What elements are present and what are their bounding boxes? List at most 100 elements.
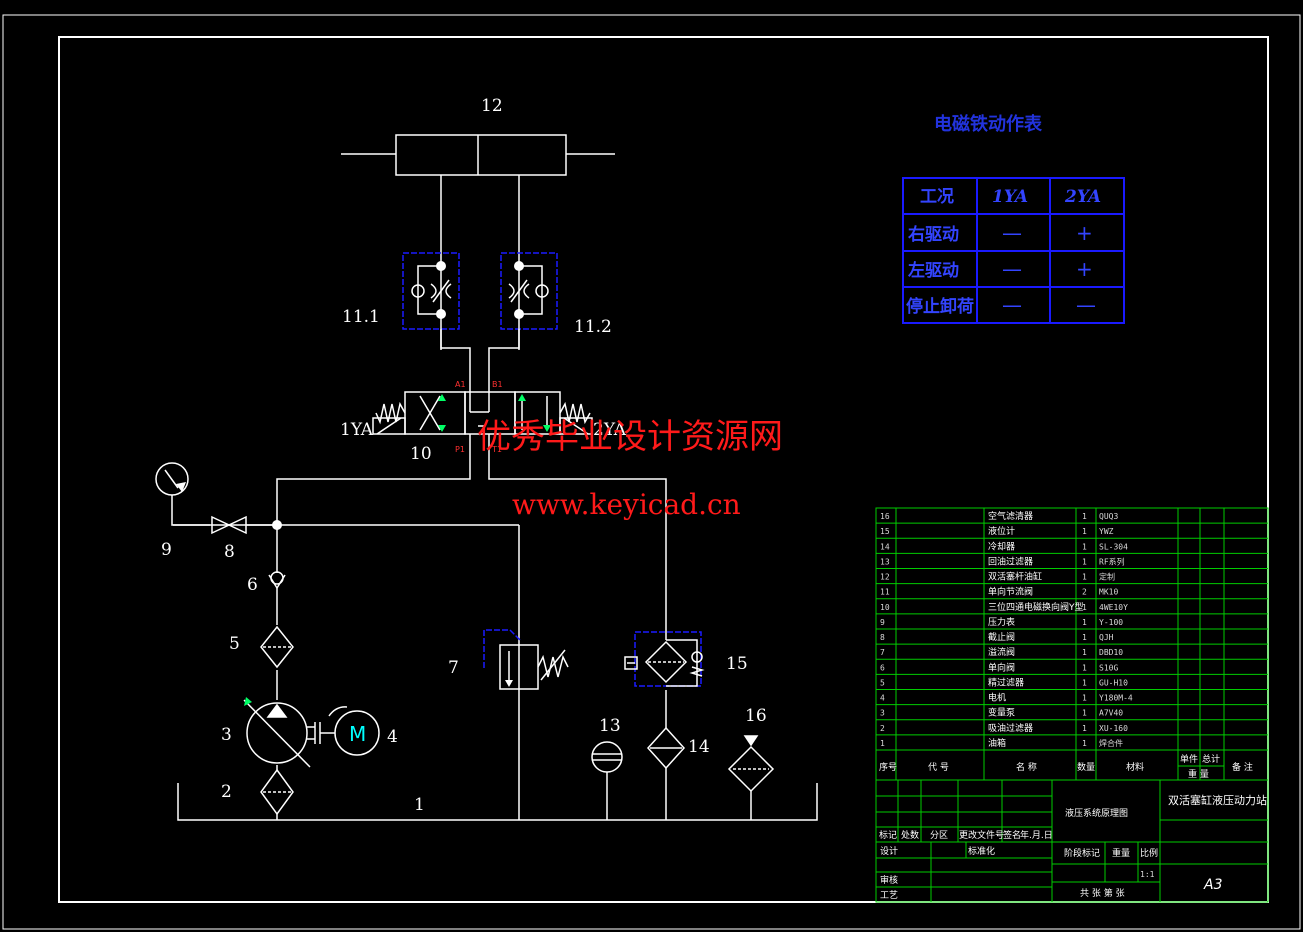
variable-pump [243, 699, 335, 768]
part-name: 双活塞杆油缸 [988, 571, 1042, 583]
part-no: 13 [880, 557, 890, 566]
ph-qty: 数量 [1077, 761, 1095, 773]
tb-mark: 标记 [879, 829, 897, 841]
ph-weight: 重 量 [1188, 768, 1209, 780]
solenoid-table-text: 工况 1YA 2YA 右驱动 — + 左驱动 — + 停止卸荷 — — [906, 187, 1101, 317]
part-qty: 1 [1082, 739, 1087, 748]
part-qty: 1 [1082, 663, 1087, 672]
ph-unit: 单件 [1180, 753, 1198, 765]
label-8: 8 [224, 542, 235, 562]
port-a1: A1 [455, 380, 466, 389]
part-model: A7V40 [1099, 709, 1123, 718]
drawing-border [58, 36, 1269, 903]
ph-code: 代 号 [928, 762, 949, 773]
component-labels: 1 2 3 4 5 6 7 8 9 10 11.1 11.2 12 13 14 … [161, 96, 767, 815]
part-model: 焊合件 [1099, 738, 1123, 748]
part-no: 12 [880, 573, 890, 582]
part-qty: 1 [1082, 573, 1087, 582]
tb-change: 更改文件号 [959, 829, 1004, 841]
label-11-1: 11.1 [342, 307, 380, 327]
part-name: 单向阀 [988, 661, 1015, 673]
relief-valve [483, 629, 569, 690]
tb-project-title: 双活塞缸液压动力站 [1168, 793, 1267, 807]
part-name: 冷却器 [988, 540, 1015, 552]
part-no: 4 [880, 694, 885, 703]
pressure-gauge [155, 462, 189, 496]
label-7: 7 [448, 658, 459, 678]
level-gauge [591, 741, 623, 820]
part-qty: 1 [1082, 618, 1087, 627]
part-name: 油箱 [988, 737, 1006, 749]
ph-name: 名 称 [1016, 761, 1037, 773]
part-model: QUQ3 [1099, 512, 1118, 521]
part-no: 10 [880, 603, 890, 612]
part-no: 7 [880, 648, 885, 657]
port-b1: B1 [492, 380, 503, 389]
tb-drawing-name: 液压系统原理图 [1065, 807, 1128, 819]
part-no: 9 [880, 618, 885, 627]
tb-scale-value: 1:1 [1140, 870, 1155, 879]
motor-letter: M [349, 722, 366, 746]
label-4: 4 [387, 727, 398, 747]
label-12: 12 [481, 96, 503, 116]
part-name: 回油过滤器 [988, 555, 1033, 567]
part-qty: 2 [1082, 588, 1087, 597]
row-right-drive: 右驱动 [908, 224, 959, 245]
part-model: RF系列 [1099, 556, 1125, 566]
part-name: 吸油过滤器 [988, 722, 1033, 734]
tb-date: 年.月.日 [1020, 829, 1053, 841]
check-throttle-valve-11-2 [500, 252, 558, 350]
row-stop-unload: 停止卸荷 [906, 296, 974, 317]
ph-total: 总计 [1202, 753, 1220, 765]
tb-weight: 重量 [1112, 847, 1130, 859]
directional-valve-4-3-way [372, 391, 593, 435]
part-name: 单向节流阀 [988, 586, 1033, 598]
part-no: 2 [880, 724, 885, 733]
ph-material: 材料 [1126, 761, 1144, 773]
part-qty: 1 [1082, 678, 1087, 687]
label-13: 13 [599, 716, 621, 736]
label-6: 6 [247, 575, 258, 595]
part-no: 1 [880, 739, 885, 748]
return-filter [624, 631, 705, 687]
label-10: 10 [410, 444, 432, 464]
part-no: 6 [880, 663, 885, 672]
part-model: QJH [1099, 633, 1114, 642]
suction-filter [260, 768, 294, 816]
title-block-text: 液压系统原理图 双活塞缸液压动力站 标记 处数 分区 更改文件号 签名 年.月.… [879, 793, 1267, 901]
part-no: 8 [880, 633, 885, 642]
part-qty: 1 [1082, 512, 1087, 521]
part-name: 三位四通电磁换向阀Y型 [988, 601, 1084, 613]
part-no: 16 [880, 512, 890, 521]
part-model: DBD10 [1099, 648, 1123, 657]
check-valve [268, 571, 286, 590]
label-1: 1 [414, 795, 425, 815]
label-3: 3 [221, 725, 232, 745]
row-stop-unload-1ya: — [1002, 293, 1022, 317]
air-filter [727, 735, 775, 820]
tb-stage: 阶段标记 [1064, 847, 1100, 859]
port-t1: T1 [491, 445, 502, 454]
watermark-url: www.keyicad.cn [512, 488, 741, 521]
label-2ya: 2YA [593, 420, 627, 440]
row-left-drive-1ya: — [1002, 257, 1022, 281]
part-qty: 1 [1082, 694, 1087, 703]
solenoid-table [902, 177, 1125, 324]
part-model: MK10 [1099, 588, 1118, 597]
label-5: 5 [229, 634, 240, 654]
part-qty: 1 [1082, 648, 1087, 657]
row-right-drive-2ya: + [1076, 221, 1093, 245]
part-model: GU-H10 [1099, 678, 1128, 687]
part-name: 截止阀 [988, 631, 1015, 643]
check-throttle-valve-11-1 [402, 252, 460, 350]
part-qty: 1 [1082, 557, 1087, 566]
label-1ya: 1YA [340, 420, 374, 440]
part-no: 3 [880, 709, 885, 718]
row-left-drive-2ya: + [1076, 257, 1093, 281]
part-name: 空气滤清器 [988, 510, 1033, 522]
tb-designer: 设计 [880, 845, 898, 857]
ph-remark: 备 注 [1232, 761, 1253, 773]
port-p1: P1 [455, 445, 465, 454]
electric-motor [328, 706, 380, 756]
row-right-drive-1ya: — [1002, 221, 1022, 245]
